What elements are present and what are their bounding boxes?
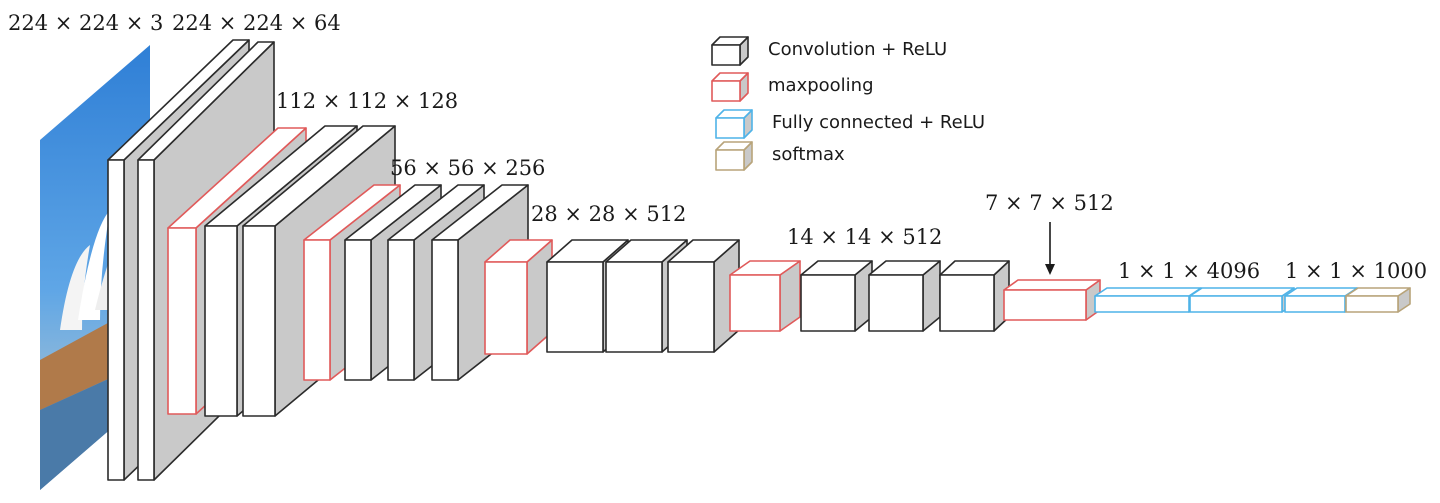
dim-label-conv2: 112 × 112 × 128 bbox=[276, 89, 458, 113]
dim-label-conv5: 14 × 14 × 512 bbox=[787, 225, 942, 249]
dim-label-conv1: 224 × 224 × 64 bbox=[172, 11, 341, 35]
legend-maxpool-swatch-icon bbox=[711, 72, 749, 102]
dim-label-pool5: 7 × 7 × 512 bbox=[985, 191, 1114, 215]
dim-label-conv3: 56 × 56 × 256 bbox=[390, 156, 545, 180]
legend-label-softmax: softmax bbox=[772, 144, 845, 165]
layer-block-conv-relu-16 bbox=[868, 260, 941, 332]
dim-label-fc: 1 × 1 × 4096 bbox=[1118, 259, 1260, 283]
legend-item-conv: Convolution + ReLU bbox=[711, 36, 947, 66]
legend-item-maxpool: maxpooling bbox=[711, 72, 874, 102]
legend-conv-swatch-icon bbox=[711, 36, 749, 66]
legend-item-fc: Fully connected + ReLU bbox=[715, 109, 985, 139]
arrow-7x7-icon bbox=[1045, 222, 1055, 275]
legend-item-softmax: softmax bbox=[715, 141, 845, 171]
dim-label-input: 224 × 224 × 3 bbox=[8, 11, 163, 35]
layer-block-maxpool-14 bbox=[729, 260, 801, 332]
legend-label-fc: Fully connected + ReLU bbox=[772, 112, 985, 133]
legend-cube-pool bbox=[711, 72, 749, 102]
layer-block-conv-relu-17 bbox=[939, 260, 1010, 332]
legend: Convolution + ReLU maxpooling Fully conn… bbox=[711, 36, 985, 171]
layer-block-maxpool-10 bbox=[484, 239, 553, 355]
layer-block-fully-connected-20 bbox=[1189, 287, 1295, 313]
layer-block-conv-relu-15 bbox=[800, 260, 873, 332]
legend-cube-softmax bbox=[715, 141, 753, 171]
legend-label-maxpool: maxpooling bbox=[768, 75, 874, 96]
legend-softmax-swatch-icon bbox=[715, 141, 753, 171]
dim-label-conv4: 28 × 28 × 512 bbox=[531, 202, 686, 226]
layer-block-conv-relu-13 bbox=[667, 239, 740, 353]
legend-cube-conv bbox=[711, 36, 749, 66]
layer-block-softmax-22 bbox=[1345, 287, 1411, 313]
layer-block-maxpool-18 bbox=[1003, 279, 1101, 321]
legend-fc-swatch-icon bbox=[715, 109, 753, 139]
legend-label-conv: Convolution + ReLU bbox=[768, 39, 947, 60]
layer-blocks bbox=[107, 39, 1411, 481]
layer-block-fully-connected-19 bbox=[1094, 287, 1202, 313]
legend-cube-fc bbox=[715, 109, 753, 139]
dim-label-softmax: 1 × 1 × 1000 bbox=[1285, 259, 1427, 283]
